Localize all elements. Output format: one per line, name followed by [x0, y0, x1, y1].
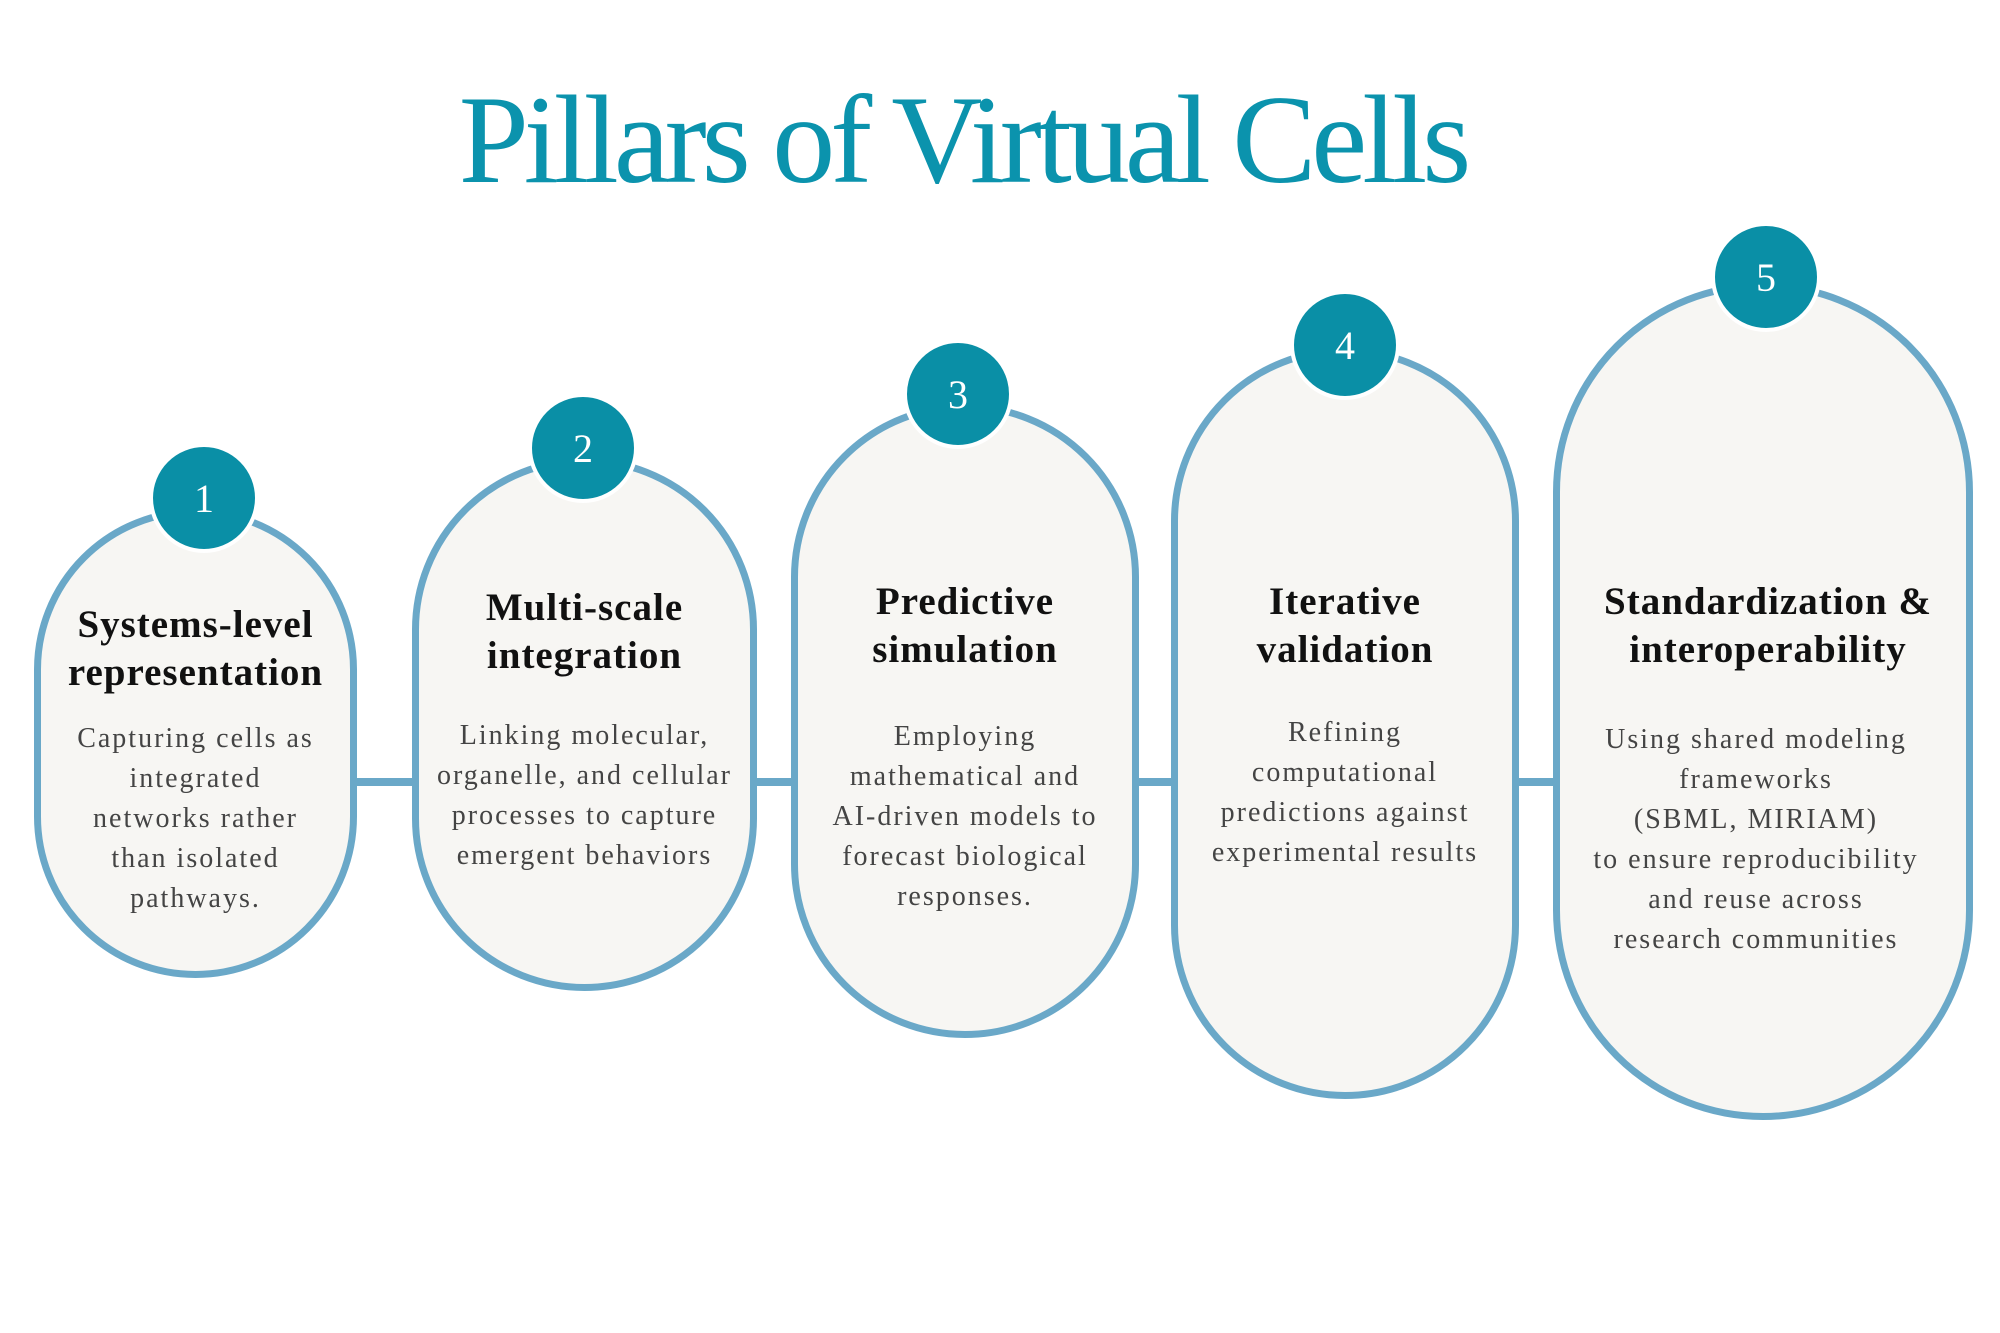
- pillar-card-2: Multi-scale integration Linking molecula…: [412, 457, 757, 991]
- pillar-description: Linking molecular, organelle, and cellul…: [436, 720, 733, 871]
- pillar-description: Refining computational predictions again…: [1211, 717, 1479, 868]
- pillar-title: Standardization & interoperability: [1604, 580, 1932, 671]
- connector-line-2-3: [750, 778, 798, 786]
- pillar-number-badge-4: 4: [1290, 290, 1400, 400]
- pillar-card-5: Standardization & interoperability Using…: [1553, 282, 1973, 1120]
- connector-line-1-2: [348, 778, 418, 786]
- pillar-title: Multi-scale integration: [485, 586, 684, 677]
- pillar-number-badge-1: 1: [149, 443, 259, 553]
- connector-line-4-5: [1512, 778, 1560, 786]
- pillar-title: Iterative validation: [1256, 580, 1434, 671]
- pillar-card-3: Predictive simulation Employing mathemat…: [791, 403, 1139, 1038]
- page-title: Pillars of Virtual Cells: [458, 71, 1472, 210]
- pillar-card-1: Systems-level representation Capturing c…: [34, 508, 357, 978]
- pillar-description: Capturing cells as integrated networks r…: [77, 723, 314, 914]
- pillar-number-badge-2: 2: [528, 393, 638, 503]
- pillar-title: Systems-level representation: [67, 603, 324, 694]
- pillar-title: Predictive simulation: [872, 580, 1058, 671]
- pillar-number-badge-5: 5: [1711, 222, 1821, 332]
- connector-line-3-4: [1132, 778, 1178, 786]
- pillar-number-badge-3: 3: [903, 339, 1013, 449]
- pillar-card-4: Iterative validation Refining computatio…: [1171, 347, 1519, 1099]
- pillar-description: Employing mathematical and AI-driven mod…: [832, 721, 1098, 912]
- pillar-description: Using shared modeling frameworks (SBML, …: [1593, 724, 1919, 955]
